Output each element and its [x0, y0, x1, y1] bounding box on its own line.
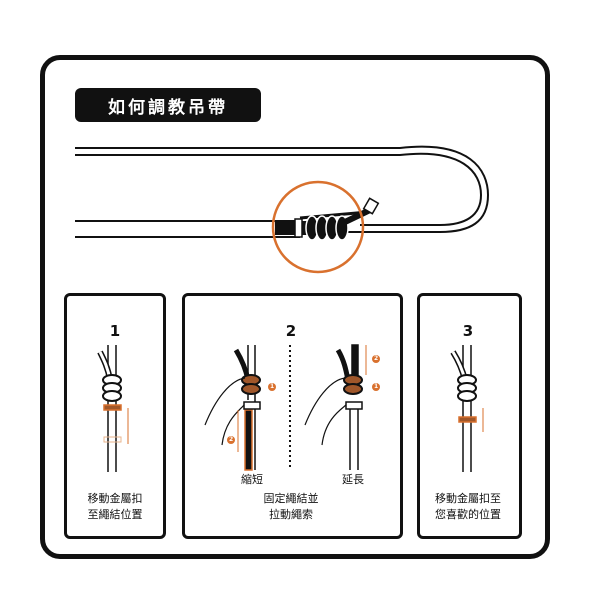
page-title: 如何調教吊帶: [75, 88, 261, 122]
outer-frame: [40, 55, 550, 559]
shorten-label: 縮短: [241, 473, 263, 486]
step-3-number: 3: [462, 322, 474, 340]
step-3-caption: 移動金屬扣至您喜歡的位置: [408, 491, 528, 523]
step-2-panel: [182, 293, 403, 539]
caption-line: 移動金屬扣至: [435, 492, 501, 505]
caption-line: 至繩結位置: [87, 508, 143, 521]
step1-rope: [97, 345, 129, 472]
badge-2: 2: [229, 436, 234, 443]
strap-tip-icon: [362, 197, 380, 215]
badge-2: 2: [374, 355, 379, 362]
badge-1: 1: [374, 383, 379, 390]
zoom-circle: [271, 180, 365, 274]
caption-line: 拉動繩索: [269, 508, 313, 521]
strap-tail: [343, 207, 372, 225]
extend-label: 延長: [342, 473, 364, 486]
buckle-icon: [294, 218, 303, 238]
step2-extend-rope: [304, 344, 367, 470]
step-3-panel: [417, 293, 522, 539]
knot-coils-icon: [305, 215, 349, 241]
badge-1: 1: [270, 383, 275, 390]
step3-rope: [450, 345, 484, 472]
step-2-number: 2: [285, 322, 297, 340]
caption-line: 移動金屬扣: [87, 492, 143, 505]
step-1-number: 1: [109, 322, 121, 340]
step2-shorten-rope: [204, 345, 261, 471]
step-2-caption: 固定繩結並拉動繩索: [231, 491, 351, 523]
step-badges: [227, 355, 380, 444]
step-1-panel: [64, 293, 166, 539]
caption-line: 您喜歡的位置: [435, 508, 501, 521]
caption-line: 固定繩結並: [263, 492, 319, 505]
step-1-caption: 移動金屬扣至繩結位置: [55, 491, 175, 523]
